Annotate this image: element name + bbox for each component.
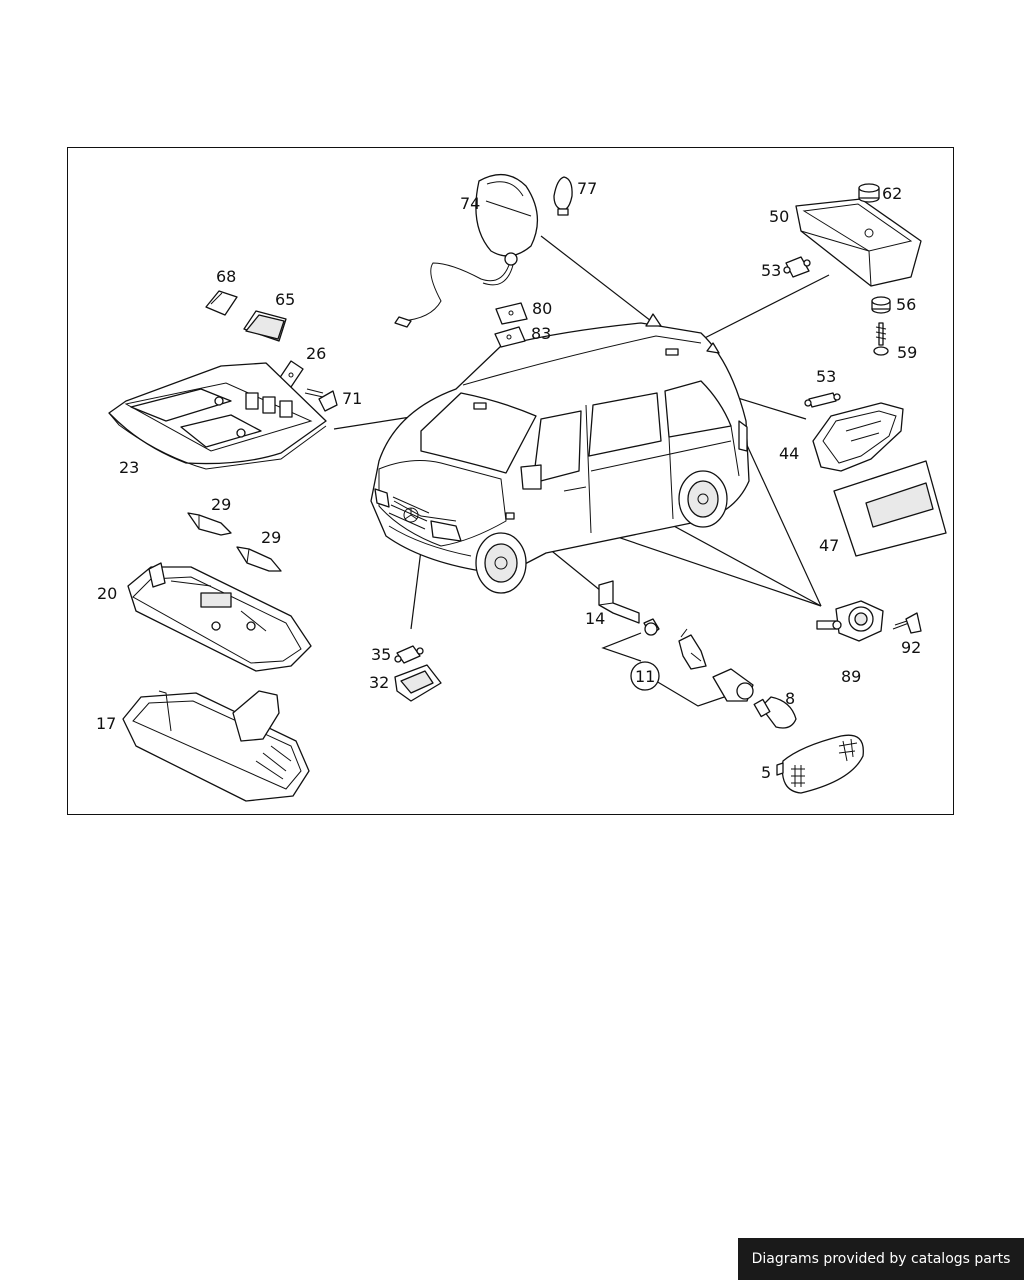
part-23-overhead-console — [108, 362, 327, 470]
part-50-rear-lamp-housing — [795, 198, 922, 287]
callout-83: 83 — [531, 324, 551, 343]
callout-35: 35 — [371, 645, 391, 664]
diagram-canvas: 74 77 80 83 50 62 53 56 59 68 65 26 71 2… — [96, 174, 947, 802]
part-8-bulb — [753, 696, 797, 729]
callout-11: 11 — [635, 667, 655, 686]
callout-32: 32 — [369, 673, 389, 692]
part-14-bracket — [598, 580, 640, 624]
callout-14: 14 — [585, 609, 605, 628]
part-74-roof-lamp — [394, 174, 539, 328]
callout-74: 74 — [460, 194, 480, 213]
callout-80: 80 — [532, 299, 552, 318]
callout-23: 23 — [119, 458, 139, 477]
part-5-side-indicator — [776, 734, 864, 794]
callout-47: 47 — [819, 536, 839, 555]
part-92-screw — [892, 612, 922, 634]
part-65-cover — [243, 310, 287, 342]
part-62-grommet — [858, 183, 880, 203]
callout-62: 62 — [882, 184, 902, 203]
part-20-lamp-base — [127, 562, 312, 672]
part-29-bulb-b — [236, 546, 282, 572]
part-71-screw — [304, 388, 338, 412]
callout-20: 20 — [97, 584, 117, 603]
callout-8: 8 — [785, 689, 795, 708]
callout-53-lower: 53 — [816, 367, 836, 386]
part-68-lens — [205, 290, 238, 316]
callout-59: 59 — [897, 343, 917, 362]
callout-29-lower: 29 — [261, 528, 281, 547]
callout-53-upper: 53 — [761, 261, 781, 280]
callout-labels: 74 77 80 83 50 62 53 56 59 68 65 26 71 2… — [96, 179, 921, 782]
callout-71: 71 — [342, 389, 362, 408]
callout-89: 89 — [841, 667, 861, 686]
callout-50: 50 — [769, 207, 789, 226]
part-32-lamp-holder — [394, 664, 442, 702]
part-53-festoon-bulb-a — [783, 256, 811, 278]
callout-77: 77 — [577, 179, 597, 198]
part-11-socket-group — [630, 618, 754, 702]
callout-5: 5 — [761, 763, 771, 782]
van-illustration — [370, 313, 750, 594]
callout-92: 92 — [901, 638, 921, 657]
part-59-screw — [873, 322, 889, 356]
part-80-83-pads — [494, 302, 528, 348]
part-47-lens-cover — [833, 460, 947, 557]
callout-17: 17 — [96, 714, 116, 733]
part-44-lamp-housing — [812, 402, 904, 472]
part-29-bulb-a — [187, 512, 232, 536]
part-77-bulb — [553, 176, 573, 216]
part-35-festoon-bulb — [394, 645, 424, 664]
part-17-lens — [122, 690, 310, 802]
callout-44: 44 — [779, 444, 799, 463]
part-53-festoon-bulb-b — [804, 392, 841, 408]
callout-68: 68 — [216, 267, 236, 286]
part-89-socket — [816, 600, 884, 642]
attribution-banner: Diagrams provided by catalogs parts — [738, 1238, 1024, 1280]
callout-56: 56 — [896, 295, 916, 314]
parts-diagram: 74 77 80 83 50 62 53 56 59 68 65 26 71 2… — [67, 147, 954, 815]
part-56-spacer — [871, 296, 891, 314]
callout-26: 26 — [306, 344, 326, 363]
callout-29-upper: 29 — [211, 495, 231, 514]
callout-65: 65 — [275, 290, 295, 309]
